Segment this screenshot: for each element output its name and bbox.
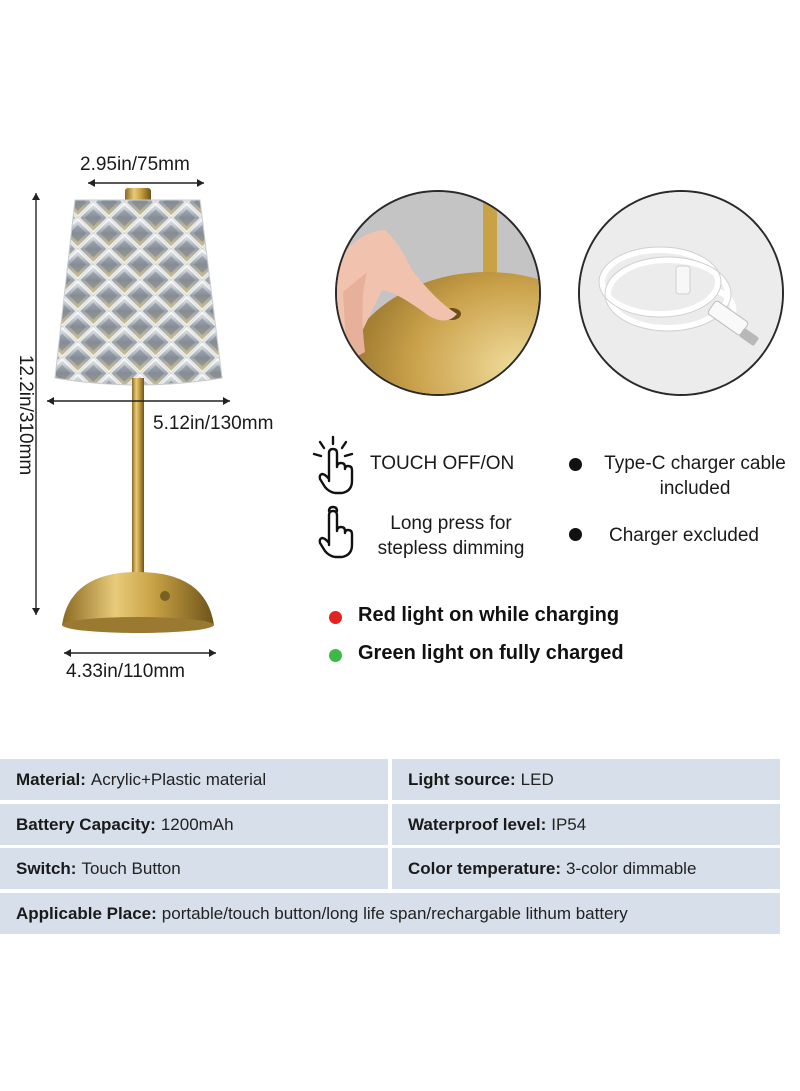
- long-press-text: Long press for stepless dimming: [358, 511, 544, 561]
- lamp-product-image: [54, 188, 223, 633]
- long-press-hand-icon: [318, 505, 354, 559]
- green-indicator-text: Green light on fully charged: [358, 642, 624, 664]
- spec-material: Material: Acrylic+Plastic material: [0, 759, 388, 800]
- dimension-lines: [32, 179, 230, 657]
- spec-color-key: Color temperature:: [408, 858, 562, 878]
- spec-color-temperature: Color temperature: 3-color dimmable: [392, 848, 780, 889]
- spec-light-key: Light source:: [408, 769, 516, 789]
- green-indicator-dot: [329, 649, 342, 662]
- spec-switch: Switch: Touch Button: [0, 848, 388, 889]
- cable-detail-photo: [578, 190, 784, 396]
- charger-excluded-text: Charger excluded: [609, 525, 759, 546]
- spec-switch-value: Touch Button: [81, 858, 181, 878]
- spec-place-value: portable/touch button/long life span/rec…: [161, 903, 628, 923]
- spec-battery-value: 1200mAh: [160, 814, 234, 834]
- spec-light-value: LED: [520, 769, 554, 789]
- touch-detail-photo: [335, 190, 541, 396]
- touch-tap-icon: [312, 435, 354, 495]
- spec-battery: Battery Capacity: 1200mAh: [0, 804, 388, 845]
- top-width-label: 2.95in/75mm: [80, 154, 190, 175]
- cable-line1: Type-C charger cable: [604, 453, 786, 474]
- spec-material-value: Acrylic+Plastic material: [90, 769, 267, 789]
- spec-waterproof-value: IP54: [551, 814, 587, 834]
- spec-waterproof: Waterproof level: IP54: [392, 804, 780, 845]
- long-press-line1: Long press for: [390, 513, 512, 534]
- spec-place-key: Applicable Place:: [16, 903, 157, 923]
- cable-included-text: Type-C charger cable included: [588, 451, 800, 501]
- red-indicator-dot: [329, 611, 342, 624]
- spec-battery-key: Battery Capacity:: [16, 814, 156, 834]
- touch-on-off-text: TOUCH OFF/ON: [370, 453, 515, 474]
- height-label: 12.2in/310mm: [15, 354, 36, 476]
- cable-bullet: [569, 458, 582, 471]
- base-width-label: 4.33in/110mm: [66, 661, 185, 682]
- spec-waterproof-key: Waterproof level:: [408, 814, 547, 834]
- spec-color-value: 3-color dimmable: [566, 858, 697, 878]
- charger-bullet: [569, 528, 582, 541]
- cable-line2: included: [659, 478, 731, 499]
- spec-light-source: Light source: LED: [392, 759, 780, 800]
- spec-material-key: Material:: [16, 769, 86, 789]
- shade-width-label: 5.12in/130mm: [153, 413, 274, 434]
- spec-applicable-place: Applicable Place: portable/touch button/…: [0, 893, 780, 934]
- red-indicator-text: Red light on while charging: [358, 604, 620, 626]
- spec-switch-key: Switch:: [16, 858, 77, 878]
- long-press-line2: stepless dimming: [377, 538, 525, 559]
